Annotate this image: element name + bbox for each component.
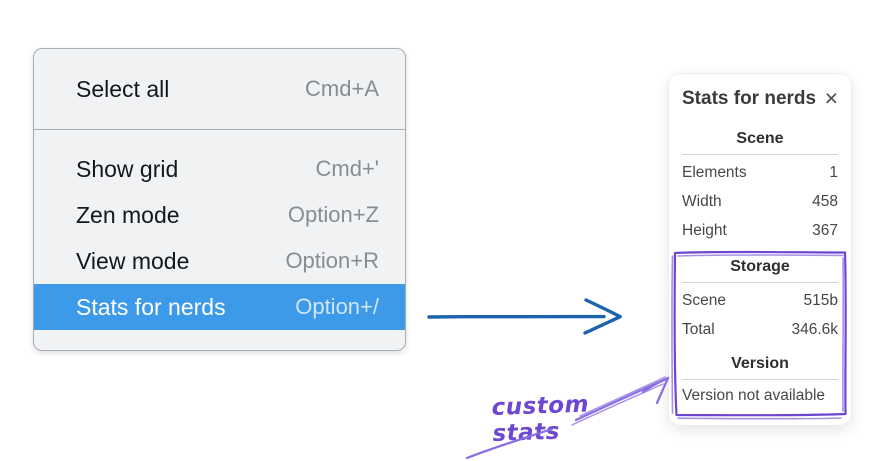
- section-divider: [682, 282, 838, 283]
- stat-label: Scene: [682, 292, 726, 309]
- stat-row-total-storage: Total 346.6k: [682, 315, 838, 344]
- menu-item-label: View mode: [76, 247, 190, 274]
- menu-item-show-grid[interactable]: Show grid Cmd+': [34, 146, 405, 192]
- menu-item-label: Zen mode: [76, 201, 180, 228]
- stat-label: Elements: [682, 164, 747, 181]
- version-note: Version not available: [682, 387, 826, 404]
- stat-value: 367: [812, 222, 838, 239]
- menu-item-shortcut: Option+R: [285, 248, 379, 273]
- stat-value: 346.6k: [791, 321, 838, 338]
- menu-divider: [34, 129, 405, 130]
- stat-value: 1: [829, 164, 838, 181]
- stat-row-width: Width 458: [682, 187, 838, 216]
- stat-label: Width: [682, 193, 722, 210]
- stat-value: 515b: [803, 292, 838, 309]
- section-heading: Scene: [736, 130, 784, 147]
- annotation-custom-stats-label: custom stats: [491, 391, 590, 447]
- stats-section-scene: Scene Elements 1 Width 458 Height 367: [682, 129, 838, 245]
- blue-arrow: [427, 298, 622, 335]
- stats-panel-header: Stats for nerds ×: [682, 87, 838, 111]
- menu-item-stats-for-nerds[interactable]: Stats for nerds Option+/: [34, 284, 405, 330]
- context-menu: Select all Cmd+A Show grid Cmd+' Zen mod…: [33, 48, 406, 351]
- menu-item-select-all[interactable]: Select all Cmd+A: [34, 66, 405, 112]
- menu-item-label: Show grid: [76, 155, 179, 182]
- stats-panel: Stats for nerds × Scene Elements 1 Width…: [668, 73, 852, 426]
- menu-item-label: Stats for nerds: [76, 293, 226, 320]
- stats-section-version: Version Version not available: [682, 354, 838, 409]
- stat-label: Height: [682, 222, 727, 239]
- menu-item-shortcut: Cmd+A: [305, 76, 379, 101]
- stats-section-storage: Storage Scene 515b Total 346.6k: [682, 257, 838, 344]
- menu-item-label: Select all: [76, 75, 170, 102]
- menu-item-shortcut: Option+Z: [287, 202, 379, 227]
- menu-item-view-mode[interactable]: View mode Option+R: [34, 238, 405, 284]
- stat-row-height: Height 367: [682, 216, 838, 245]
- section-divider: [682, 154, 838, 155]
- section-heading: Version: [731, 355, 789, 372]
- section-divider: [682, 379, 838, 380]
- stat-label: Total: [682, 321, 715, 338]
- stats-panel-title: Stats for nerds: [682, 88, 817, 109]
- menu-item-shortcut: Option+/: [295, 294, 379, 319]
- section-heading: Storage: [730, 258, 790, 275]
- close-icon[interactable]: ×: [824, 85, 838, 111]
- menu-item-zen-mode[interactable]: Zen mode Option+Z: [34, 192, 405, 238]
- stat-value: 458: [812, 193, 838, 210]
- stat-row-scene-storage: Scene 515b: [682, 286, 838, 315]
- stat-row-elements: Elements 1: [682, 158, 838, 187]
- menu-item-shortcut: Cmd+': [315, 156, 380, 181]
